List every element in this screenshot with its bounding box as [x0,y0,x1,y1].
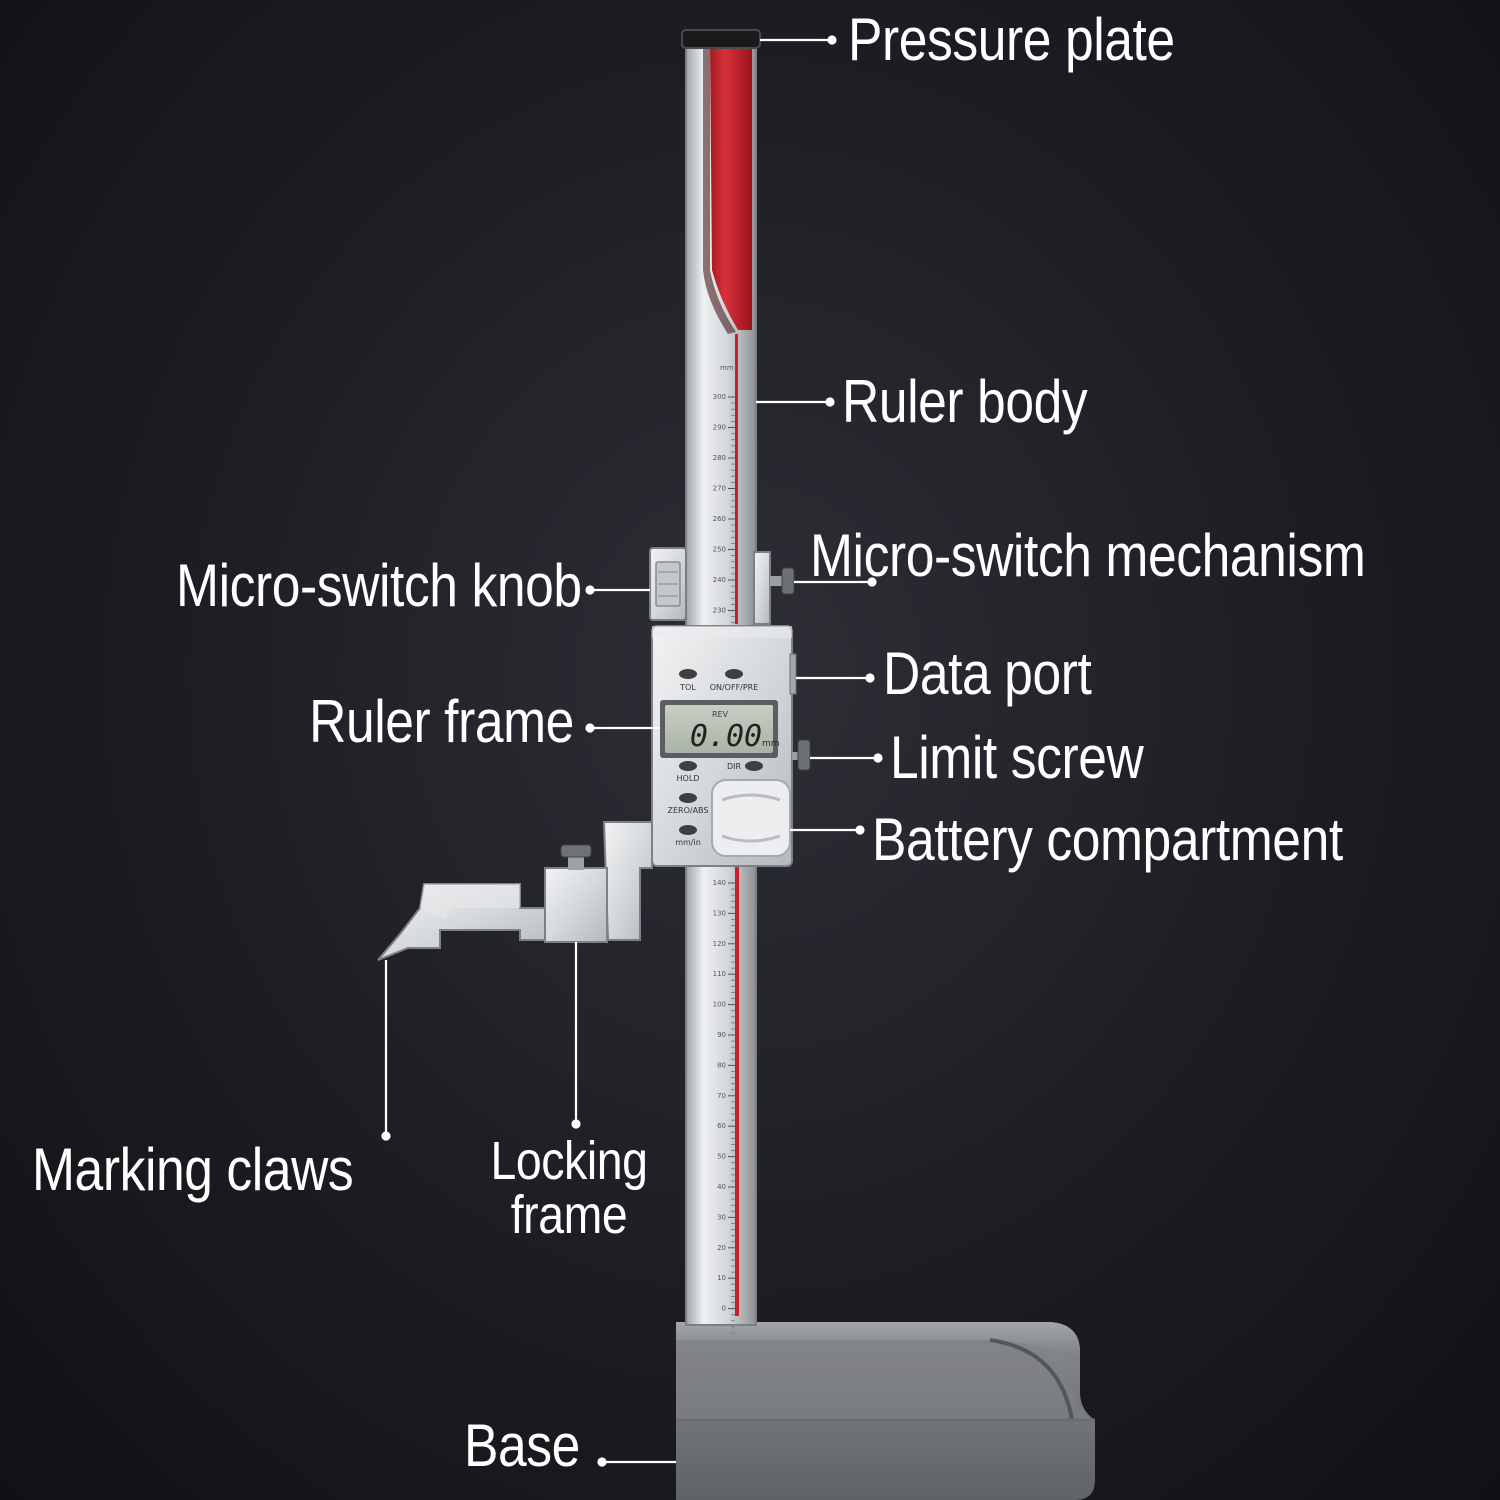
pressure-plate [681,29,761,49]
button-mm-in[interactable]: mm/in [675,825,701,847]
label-limit-screw: Limit screw [890,724,1144,791]
button-zero-abs-label: ZERO/ABS [668,806,709,815]
label-micro-switch-mechanism: Micro-switch mechanism [810,522,1366,589]
scale-number: 60 [717,1122,726,1130]
label-base: Base [464,1412,580,1479]
label-micro-switch-knob: Micro-switch knob [176,552,582,619]
leader-lines [381,35,883,1467]
scale-number: 10 [717,1274,726,1282]
scale-number: 250 [713,546,726,554]
scale-number: 110 [713,970,726,978]
upper-scale: mm 300 290 280 270 260 250 240 230 [713,364,735,636]
scale-number: 30 [717,1213,726,1221]
button-hold[interactable]: HOLD [677,761,700,783]
scale-number: 50 [717,1153,726,1161]
scale-number: 90 [717,1031,726,1039]
micro-switch-knob[interactable] [649,547,687,621]
label-marking-claws: Marking claws [32,1136,354,1203]
button-on-off-pre-label: ON/OFF/PRE [710,683,759,692]
limit-screw[interactable] [792,739,811,771]
scale-number: 140 [713,879,726,887]
scale-number: 300 [713,393,726,401]
label-pressure-plate: Pressure plate [848,6,1175,73]
label-ruler-body: Ruler body [842,368,1088,435]
battery-compartment[interactable] [711,779,791,857]
label-locking-frame-line1: Locking [490,1131,648,1191]
scale-number: 130 [713,909,726,917]
micro-switch-mechanism[interactable] [753,551,795,625]
scale-number: 20 [717,1244,726,1252]
label-data-port: Data port [883,640,1092,707]
scale-number: 100 [713,1001,726,1009]
scale-number: 70 [717,1092,726,1100]
scale-number: 80 [717,1061,726,1069]
marking-claws [377,883,546,961]
lcd-display: REV 0.00 mm [660,700,780,758]
base [676,1322,1095,1500]
scale-number: 40 [717,1183,726,1191]
scale-number: 280 [713,454,726,462]
lcd-reading: 0.00 [690,719,762,754]
label-locking-frame: Locking frame [487,1134,650,1242]
button-hold-label: HOLD [677,774,700,783]
button-zero-abs[interactable]: ZERO/ABS [668,793,709,815]
scale-number: 0 [722,1305,726,1313]
button-tol[interactable]: TOL [679,669,697,692]
label-ruler-frame: Ruler frame [309,688,574,755]
button-dir-label: DIR [727,762,742,771]
label-locking-frame-line2: frame [510,1185,628,1245]
scale-number: 120 [713,940,726,948]
scale-number: 270 [713,485,726,493]
button-dir[interactable]: DIR [727,761,763,771]
button-on-off-pre[interactable]: ON/OFF/PRE [710,669,759,692]
button-mm-in-label: mm/in [675,838,701,847]
scale-number: 240 [713,576,726,584]
lcd-unit: mm [762,739,780,749]
locking-frame[interactable] [544,821,653,943]
scale-number: 290 [713,424,726,432]
lcd-top-tag: REV [712,710,729,719]
scale-number: 260 [713,515,726,523]
data-port[interactable] [789,653,797,695]
button-tol-label: TOL [679,683,696,692]
scale-unit: mm [720,364,734,372]
label-battery-compartment: Battery compartment [872,806,1343,873]
scale-number: 230 [713,607,726,615]
